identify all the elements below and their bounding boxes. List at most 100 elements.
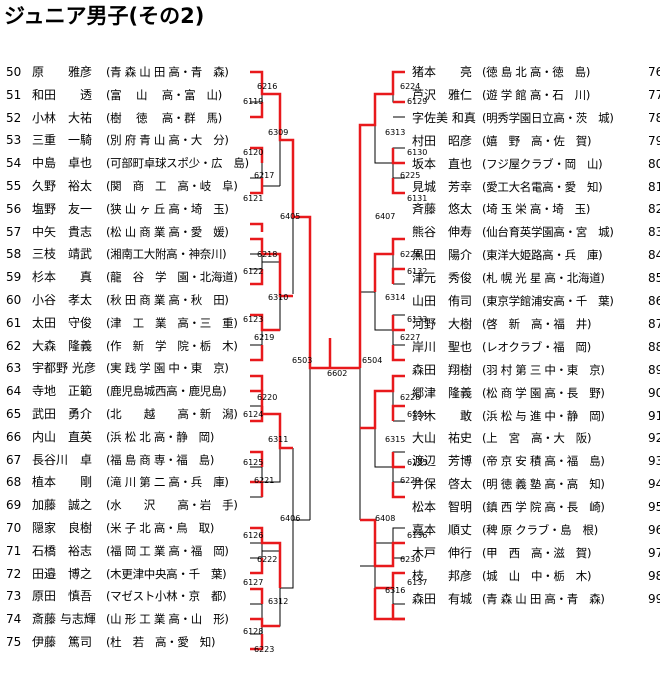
player-name: 宇都野 光彦 [32, 361, 96, 376]
player-affiliation: (稗 原 クラブ・島 根) [482, 523, 598, 537]
player-name: 坂本 直也 [412, 156, 473, 171]
player-affiliation: (福 島 商 専・福 島) [106, 452, 215, 467]
player-affiliation: (松 山 商 業 高・愛 媛) [106, 224, 229, 239]
seed-number: 95 [648, 500, 660, 515]
player-affiliation: (別 府 青 山 高・大 分) [106, 133, 229, 148]
player-name: 見城 芳幸 [412, 179, 473, 194]
player-name: 芦沢 雅仁 [412, 87, 473, 102]
seed-number: 91 [648, 408, 660, 423]
player-name: 津元 秀俊 [412, 271, 473, 286]
page-title: ジュニア男子(その2) [4, 4, 205, 28]
match-number-6314: 6314 [385, 293, 405, 302]
player-name: 斎藤 与志輝 [32, 612, 96, 627]
match-number-6134: 6134 [407, 410, 427, 419]
player-name: 河野 大樹 [412, 316, 473, 331]
seed-number: 67 [6, 452, 22, 467]
player-name: 石橋 裕志 [32, 543, 93, 558]
seed-number: 66 [6, 429, 22, 444]
player-affiliation: (樹 徳 高・群 馬) [106, 110, 222, 125]
match-number-6227: 6227 [400, 333, 420, 342]
seed-number: 94 [648, 477, 660, 492]
seed-number: 73 [6, 589, 22, 604]
player-name: 斉藤 悠太 [412, 202, 473, 217]
seed-number: 87 [648, 316, 660, 331]
match-number-6602: 6602 [327, 369, 347, 378]
match-number-6316: 6316 [385, 586, 405, 595]
player-name: 鈴木 敢 [412, 408, 473, 423]
player-affiliation: (可部町卓球スポ少・広 島) [106, 156, 249, 171]
player-name: 熊谷 伸寿 [412, 225, 473, 240]
player-affiliation: (明 徳 義 塾 高・高 知) [482, 477, 605, 492]
match-number-6313: 6313 [385, 128, 405, 137]
player-name: 木戸 伸行 [412, 545, 473, 560]
seed-number: 99 [648, 591, 660, 606]
match-number-6137: 6137 [407, 578, 427, 587]
match-number-6222: 6222 [257, 555, 277, 564]
seed-number: 80 [648, 156, 660, 171]
player-name: 黒田 陽介 [412, 248, 473, 263]
match-number-6228: 6228 [400, 393, 420, 402]
player-affiliation: (浜 松 北 高・静 岡) [106, 429, 215, 444]
player-affiliation: (東京学館浦安高・千 葉) [482, 294, 614, 308]
player-affiliation: (埼 玉 栄 高・埼 玉) [482, 202, 591, 217]
seed-number: 70 [6, 521, 22, 535]
match-number-6309: 6309 [268, 128, 288, 137]
player-name: 大山 祐史 [412, 431, 473, 446]
player-name: 塩野 友一 [32, 201, 93, 216]
player-name: 森田 有城 [412, 591, 473, 606]
player-name: 中島 卓也 [32, 156, 93, 171]
match-number-6126: 6126 [243, 531, 263, 540]
seed-number: 60 [6, 293, 22, 307]
player-affiliation: (龍 谷 学 園・北海道) [106, 270, 238, 285]
player-affiliation: (徳 島 北 高・徳 島) [482, 65, 591, 79]
player-affiliation: (秋 田 商 業 高・秋 田) [106, 293, 229, 307]
seed-number: 85 [648, 271, 660, 286]
player-name: 村田 昭彦 [412, 133, 473, 148]
seed-number: 78 [648, 110, 660, 125]
player-affiliation: (水 沢 高・岩 手) [106, 498, 238, 513]
seed-number: 83 [648, 225, 660, 240]
seed-number: 52 [6, 110, 22, 125]
player-name: 和田 透 [32, 87, 93, 102]
player-affiliation: (東洋大姫路高・兵 庫) [482, 248, 603, 263]
seed-number: 59 [6, 270, 22, 285]
player-affiliation: (湘南工大附高・神奈川) [106, 247, 227, 262]
player-affiliation: (愛工大名電高・愛 知) [482, 179, 603, 194]
player-name: 隠家 良樹 [32, 521, 93, 535]
player-name: 嘉本 順丈 [412, 523, 473, 537]
match-number-6408: 6408 [375, 514, 395, 523]
match-number-6406: 6406 [280, 514, 300, 523]
player-name: 松本 智明 [412, 500, 473, 515]
match-number-6133: 6133 [407, 315, 427, 324]
seed-number: 75 [6, 635, 22, 649]
player-affiliation: (札 幌 光 星 高・北海道) [482, 271, 605, 286]
player-name: 久野 裕太 [32, 179, 93, 193]
player-affiliation: (福 岡 工 業 高・福 岡) [106, 543, 229, 558]
match-number-6131: 6131 [407, 194, 427, 203]
player-affiliation: (帝 京 安 積 高・福 島) [482, 454, 605, 469]
seed-number: 96 [648, 523, 660, 537]
player-affiliation: (津 工 業 高・三 重) [106, 315, 238, 330]
match-number-6226: 6226 [400, 250, 420, 259]
match-number-6129: 6129 [407, 97, 427, 106]
seed-number: 69 [6, 498, 22, 513]
match-number-6230: 6230 [400, 555, 420, 564]
seed-number: 57 [6, 224, 22, 239]
player-name: 植本 剛 [32, 475, 93, 490]
player-affiliation: (松 商 学 園 高・長 野) [482, 385, 605, 400]
player-name: 山田 侑司 [412, 294, 473, 308]
player-affiliation: (甲 西 高・滋 賀) [482, 545, 592, 560]
player-affiliation: (木更津中央高・千 葉) [106, 566, 227, 581]
seed-number: 65 [6, 407, 22, 421]
player-affiliation: (滝 川 第 二 高・兵 庫) [106, 475, 229, 490]
seed-number: 50 [6, 65, 22, 79]
match-number-6121: 6121 [243, 194, 263, 203]
player-name: 武田 勇介 [32, 407, 93, 421]
seed-number: 56 [6, 201, 22, 216]
player-name: 枝 邦彦 [412, 568, 473, 583]
seed-number: 88 [648, 339, 660, 354]
player-affiliation: (レオクラブ・福 岡) [482, 339, 591, 354]
seed-number: 72 [6, 566, 22, 581]
seed-number: 93 [648, 454, 660, 469]
